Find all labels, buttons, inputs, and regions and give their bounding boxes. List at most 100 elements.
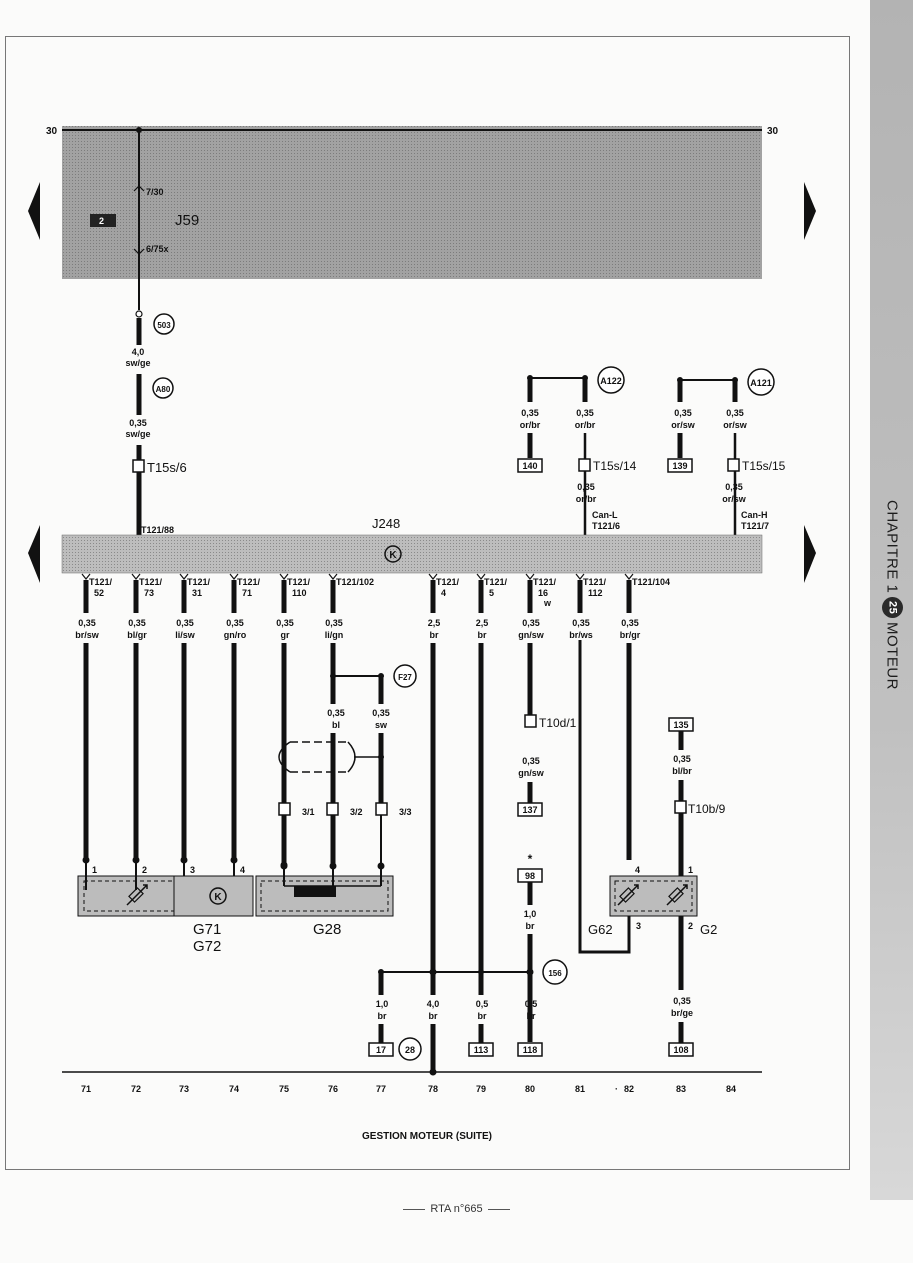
column-number: 83: [676, 1084, 686, 1094]
ecu-pin-label: T121/: [237, 577, 261, 587]
wire-color: br: [526, 921, 535, 931]
wire-color: or/sw: [722, 494, 747, 504]
column-number: 76: [328, 1084, 338, 1094]
wire-gauge: 0,5: [525, 999, 538, 1009]
wire-color: li/gn: [325, 630, 344, 640]
ecu-pin-label: T121/104: [632, 577, 670, 587]
ecu-name: J248: [372, 516, 400, 531]
wire-color: br/sw: [75, 630, 100, 640]
footnote-star: *: [528, 852, 533, 866]
plug-icon: [326, 802, 339, 816]
ground-point-28-label: 28: [405, 1045, 415, 1055]
wire-gauge: 0,35: [673, 996, 691, 1006]
sensor-g2-g62: [609, 875, 698, 917]
wire-gauge: 0,35: [522, 618, 540, 628]
plug-label: T15s/14: [593, 459, 637, 473]
ecu-pin-label: T121/88: [141, 525, 174, 535]
plug-label: T10b/9: [688, 802, 726, 816]
svg-text:K: K: [389, 550, 397, 561]
ecu-pin-label: T121/102: [336, 577, 374, 587]
wire-color: or/br: [576, 494, 597, 504]
ecu-pin-wire: T121/52,5br: [476, 573, 508, 995]
wire-color: bl/gr: [127, 630, 147, 640]
plug-label: 3/1: [302, 807, 315, 817]
wire-color: br: [429, 1011, 438, 1021]
wire-gauge: 4,0: [427, 999, 440, 1009]
sensor-g71-name: G71: [193, 921, 221, 938]
ref-box-140: [517, 458, 543, 473]
relay-pin-top: 7/30: [146, 187, 164, 197]
wire-color: sw/ge: [125, 358, 150, 368]
ecu-pin-number: 112: [588, 588, 603, 598]
wire-color: br: [378, 1011, 387, 1021]
ecu-pin-label: T121/: [436, 577, 460, 587]
sensor-pin: 1: [688, 865, 693, 875]
wire-gauge: 0,35: [674, 408, 692, 418]
ecu-pin-wire: T121/31 0,35 li/sw: [175, 573, 211, 864]
prev-page-arrow-icon[interactable]: [28, 182, 40, 240]
wire-color: or/sw: [723, 420, 748, 430]
next-page-arrow-icon[interactable]: [804, 182, 816, 240]
ecu-pin-number: 4: [441, 588, 446, 598]
svg-text:·: ·: [615, 1084, 618, 1094]
wire-color: br: [430, 630, 439, 640]
svg-text:K: K: [214, 892, 222, 903]
wire-color: bl/br: [672, 766, 692, 776]
fuse-f27: [393, 664, 417, 688]
prev-page-arrow-icon[interactable]: [28, 525, 40, 583]
next-page-arrow-icon[interactable]: [804, 525, 816, 583]
ecu-symbol-icon: [209, 887, 227, 905]
ecu-pin-label: T121/: [139, 577, 163, 587]
plug-icon: [578, 458, 591, 472]
ecu-pin-suffix: w: [543, 598, 552, 608]
chapter-side-label: CHAPITRE 1 25 MOTEUR: [874, 500, 910, 800]
footer-text: RTA n°665: [430, 1203, 483, 1215]
connector-a80-label: A80: [156, 385, 171, 394]
ref-box-17: [368, 1042, 394, 1057]
ecu-pin-number: 52: [94, 588, 104, 598]
page-frame: [5, 36, 850, 1170]
ecu-symbol-icon: [384, 545, 402, 563]
wire-color: gn/ro: [224, 630, 247, 640]
plug-icon: [375, 802, 388, 816]
can-low-label: Can-L: [592, 510, 618, 520]
wire-color: li/sw: [175, 630, 196, 640]
wire-color: gr: [281, 630, 290, 640]
column-number: 82: [624, 1084, 634, 1094]
wire-gauge: 0,35: [176, 618, 194, 628]
wire-gauge: 0,35: [725, 482, 743, 492]
sensor-g28-name: G28: [313, 921, 341, 938]
relay-panel-j59: [62, 126, 762, 279]
wire-color: sw/ge: [125, 429, 150, 439]
bus-label-right: 30: [767, 126, 779, 137]
ecu-pin-label: T121/: [89, 577, 113, 587]
ecu-pin-label: T121/: [187, 577, 211, 587]
ref-139-label: 139: [672, 461, 687, 471]
plug-label: T10d/1: [539, 716, 577, 730]
wire-gauge: 0,35: [621, 618, 639, 628]
sensor-pin: 2: [688, 921, 693, 931]
plug-icon: [132, 459, 145, 473]
column-number: 84: [726, 1084, 736, 1094]
sensor-pin: 2: [142, 865, 147, 875]
sensor-pin: 4: [240, 865, 245, 875]
relay-box-number: [90, 214, 116, 227]
bus-label-left: 30: [46, 126, 58, 137]
connector-503-label: 503: [157, 321, 171, 330]
ecu-pin-label: T121/: [484, 577, 508, 587]
wire-gauge: 0,35: [128, 618, 146, 628]
wire-color: br: [478, 630, 487, 640]
ecu-pin-number: 31: [192, 588, 202, 598]
wire-gauge: 0,35: [372, 708, 390, 718]
variable-resistor-icon: [617, 884, 639, 906]
diagram-caption: GESTION MOTEUR (SUITE): [362, 1131, 492, 1142]
ref-box-137: [517, 802, 543, 817]
splice-a121-label: A121: [750, 378, 772, 388]
column-number: 78: [428, 1084, 438, 1094]
plug-icon: [727, 458, 740, 472]
wire-gauge: 0,35: [521, 408, 539, 418]
wire-gauge: 0,35: [522, 756, 540, 766]
